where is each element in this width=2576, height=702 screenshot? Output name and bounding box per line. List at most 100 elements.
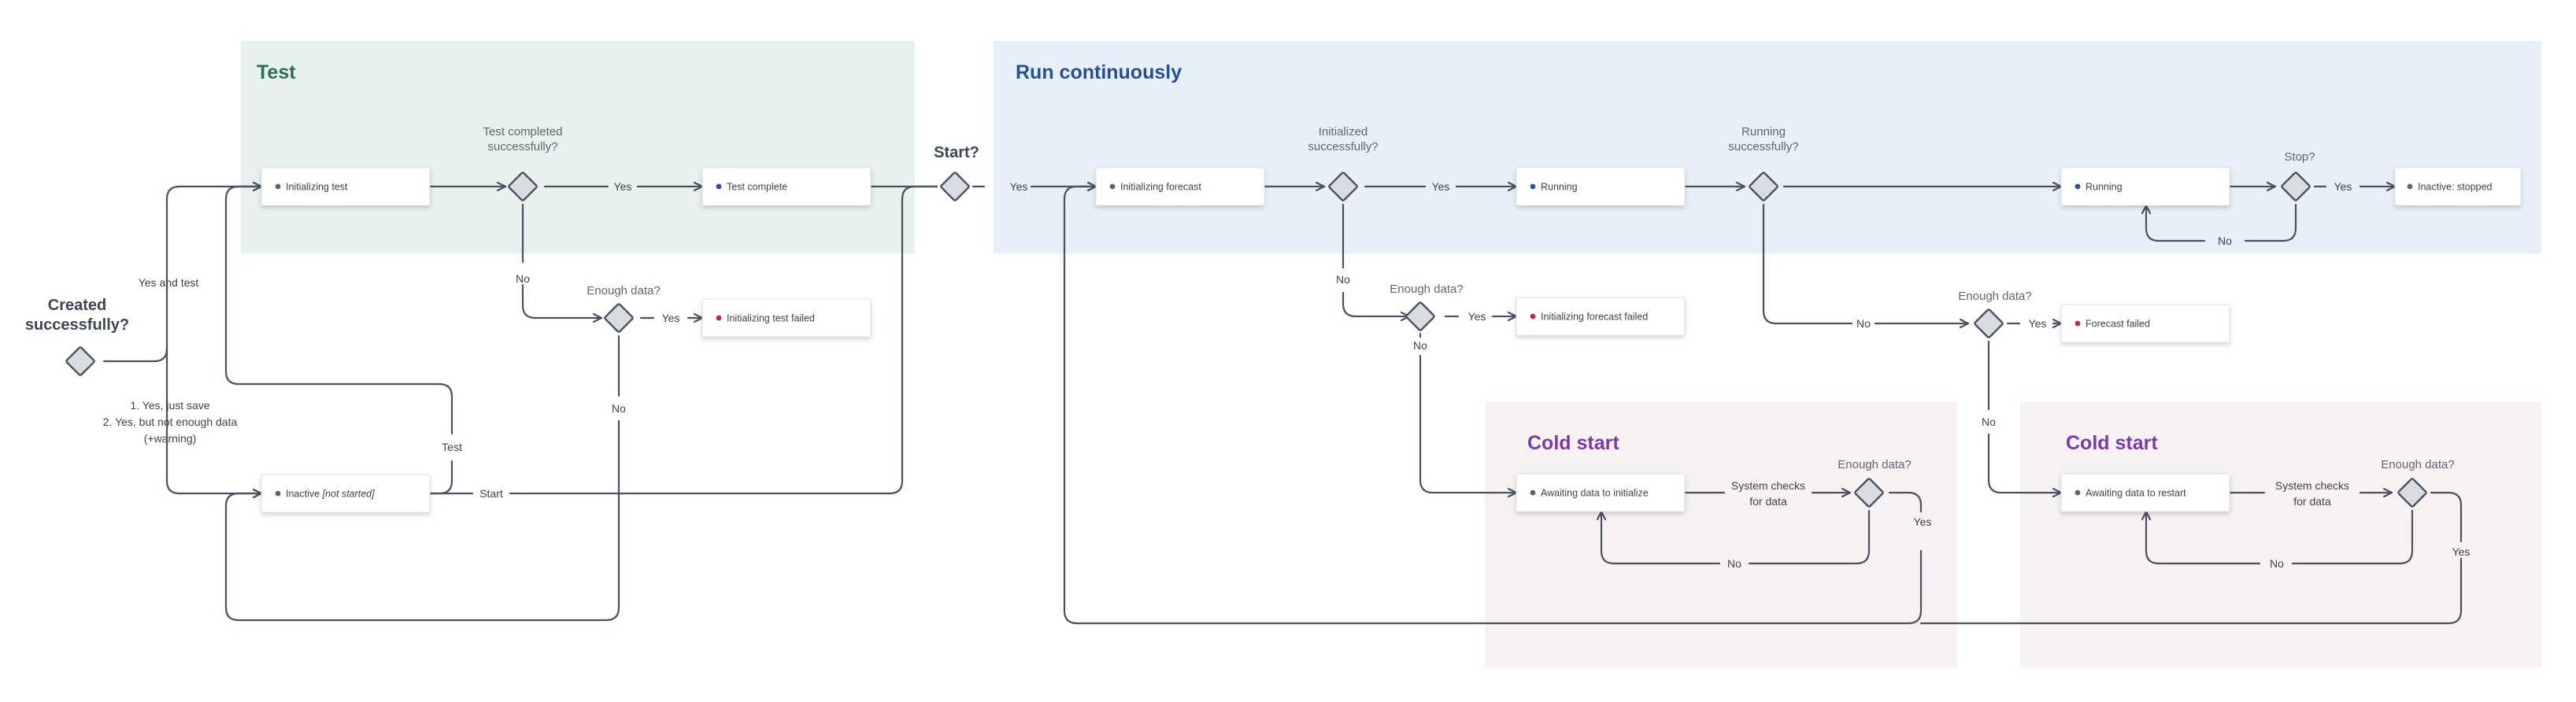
question-test-completed-1: Test completed [483,125,563,139]
label-yes-stop: Yes [2334,180,2352,193]
edge-enough-no-loop [224,419,620,622]
label-yes-start: Yes [1010,180,1028,193]
label-no-test-complete: No [516,272,530,285]
label-system-checks-2a: System checks [2275,479,2349,492]
svg-text:Test complete: Test complete [727,182,787,193]
edge-enough-run-no-b [1987,433,2063,493]
cold-start-title-2: Cold start [2066,432,2158,454]
label-yes-enough-init: Yes [1468,310,1486,323]
decision-created [65,346,95,376]
svg-text:Forecast failed: Forecast failed [2086,319,2150,330]
label-no-enough-test: No [612,402,626,415]
edges [102,187,2463,625]
edge-stop-no-a [2244,203,2297,242]
node-initializing-test-failed: Initializing test failed [701,298,872,338]
decision-test-completed [508,172,538,201]
decision-enough-data-init [1405,301,1435,331]
decision-stop [2281,172,2311,201]
decision-enough-data-cold1 [1854,478,1884,508]
question-stop: Stop? [2284,150,2315,164]
node-awaiting-data-to-initialize: Awaiting data to initialize [1516,473,1686,512]
label-yes-initialized: Yes [1432,180,1450,193]
status-dot [716,315,722,321]
edge-cold1-no-b [1601,510,1721,565]
node-awaiting-data-to-restart: Awaiting data to restart [2060,473,2230,512]
edge-created-to-inactive [165,360,263,493]
decision-initialized [1328,172,1358,201]
label-yes-and-test: Yes and test [139,276,199,289]
edge-labels: Yes and test 1. Yes, just save 2. Yes, b… [103,180,2471,570]
status-dot [1109,183,1116,190]
edge-restart-loop-2 [1919,557,2463,625]
edge-created-out [102,347,168,363]
label-save-option-2: 2. Yes, but not enough data [103,416,238,428]
label-yes-test-complete: Yes [614,180,632,193]
svg-text:Running: Running [2086,182,2123,193]
test-region-title: Test [257,61,296,83]
question-enough-data-cold2: Enough data? [2381,458,2454,471]
node-test-complete: Test complete [701,167,872,206]
status-dot [2074,183,2081,190]
node-initializing-forecast: Initializing forecast [1095,167,1265,206]
svg-text:Awaiting data to restart: Awaiting data to restart [2086,488,2186,499]
edge-cold1-no-a [1748,509,1871,565]
edge-cold2-no-a [2291,509,2414,565]
edge-initialized-no-to-enough [1342,291,1411,316]
node-forecast-failed: Forecast failed [2060,304,2230,343]
label-system-checks-1a: System checks [1731,479,1805,492]
test-region [241,41,915,253]
node-running-2: Running [2060,167,2230,206]
decision-enough-data-run [1974,309,2004,338]
question-running-2: successfully? [1728,140,1798,153]
node-running-1: Running [1516,167,1686,206]
svg-text:Running: Running [1541,182,1578,193]
label-start: Start [479,487,503,500]
svg-text:Inactive [not started]: Inactive [not started] [286,489,375,500]
edge-cold1-yes [1888,491,1923,513]
decision-running [1749,172,1778,201]
label-no-enough-run: No [1982,416,1996,428]
label-yes-cold2: Yes [2452,545,2471,558]
svg-text:Inactive: stopped: Inactive: stopped [2418,182,2493,193]
edge-testcomplete-no-to-enough [521,283,603,318]
question-created-2: successfully? [25,316,129,334]
question-start: Start? [934,144,979,161]
label-save-option-1: 1. Yes, just save [130,399,209,412]
label-test: Test [442,441,462,453]
label-save-option-3: (+warning) [144,432,197,445]
decisions [65,172,2427,508]
state-nodes: Initializing test Test complete Initiali… [261,167,2522,513]
edge-cold2-yes [2430,491,2463,543]
status-dot [716,183,722,190]
status-dot [2074,320,2081,327]
label-no-cold1: No [1727,557,1741,570]
question-initialized-2: successfully? [1308,140,1378,153]
svg-text:Initializing test failed: Initializing test failed [727,313,815,324]
question-initialized-1: Initialized [1319,125,1368,139]
svg-text:Initializing test: Initializing test [286,182,348,193]
edge-stop-no-b [2146,204,2206,242]
status-dot [1530,183,1536,190]
status-dot [1530,313,1536,320]
status-dot [275,183,281,190]
label-no-initialized: No [1336,273,1350,286]
cold-start-title-1: Cold start [1527,432,1619,454]
decision-labels: Created successfully? Test completed suc… [25,125,2455,471]
label-yes-cold1: Yes [1914,515,1932,528]
label-yes-enough-run: Yes [2029,317,2047,330]
node-inactive-stopped: Inactive: stopped [2394,167,2522,206]
question-running-1: Running [1741,125,1786,139]
question-test-completed-2: successfully? [487,140,557,153]
label-no-enough-init: No [1413,339,1427,352]
question-enough-data-init: Enough data? [1390,283,1463,296]
question-created-1: Created [48,297,106,314]
label-system-checks-1b: for data [1749,495,1787,508]
label-yes-enough-test: Yes [662,312,680,324]
decision-start [940,172,970,201]
edge-enough-init-no-to-cold [1419,354,1518,493]
decision-enough-data-test [604,303,634,333]
status-dot [1530,490,1536,496]
question-enough-data-run: Enough data? [1958,290,2031,303]
run-continuously-region [994,41,2541,253]
